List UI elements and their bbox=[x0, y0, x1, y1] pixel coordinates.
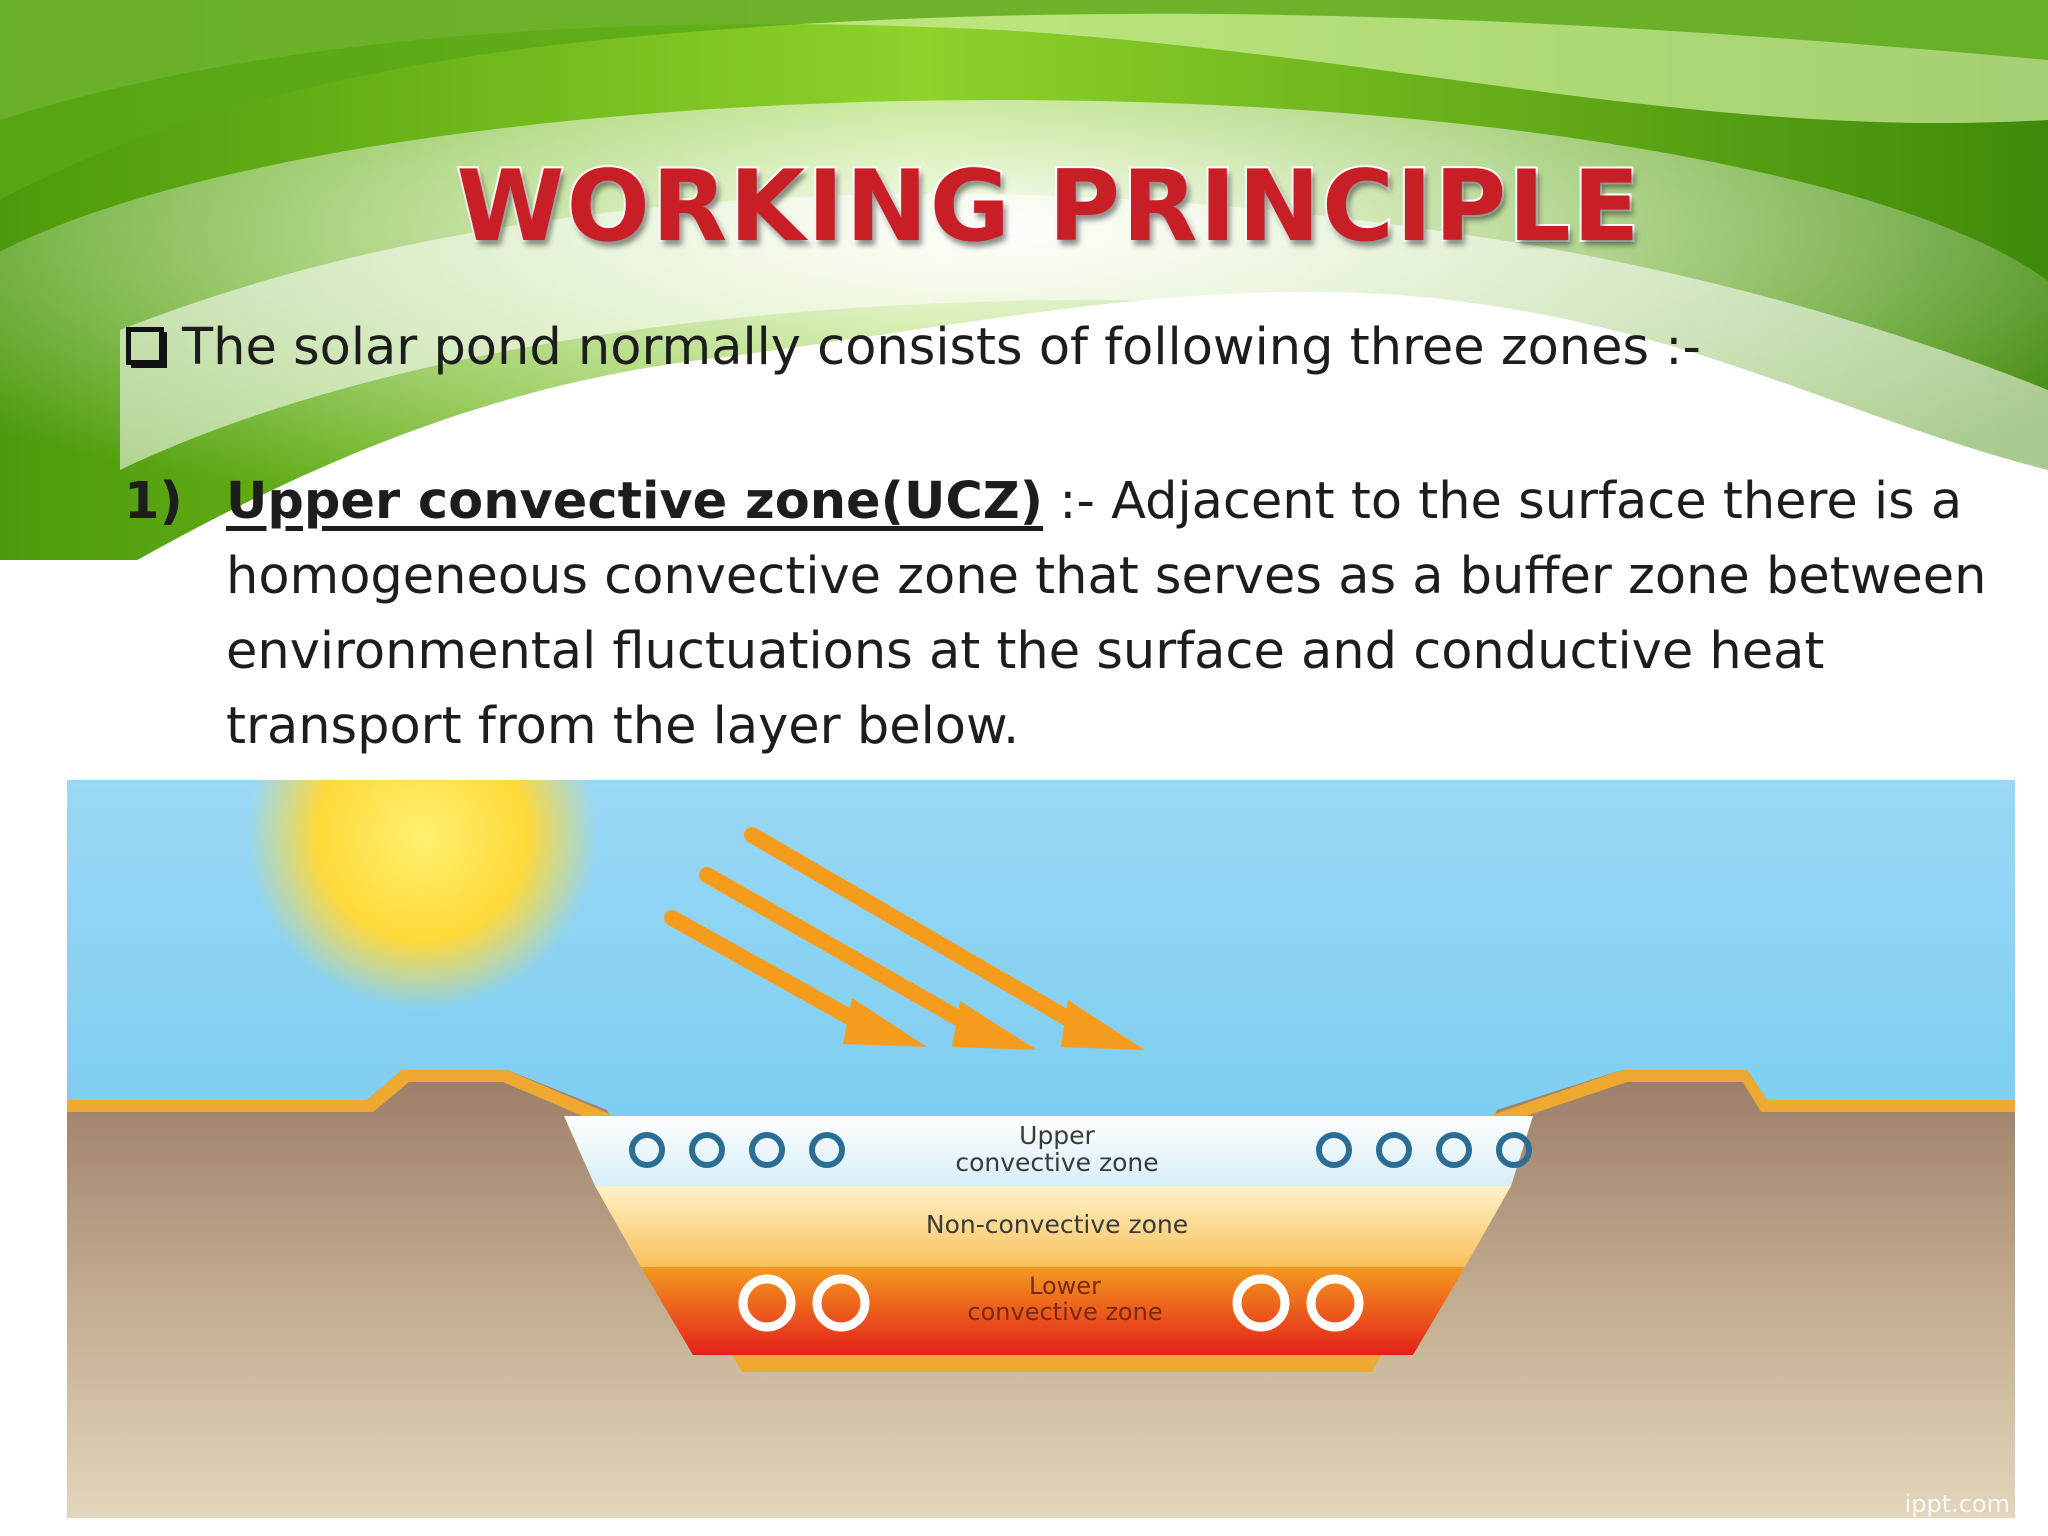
lower-convective-zone bbox=[641, 1267, 1465, 1355]
upper-zone-label-line1: Upper bbox=[1019, 1121, 1095, 1150]
item-number: 1) bbox=[124, 472, 183, 531]
intro-text: The solar pond normally consists of foll… bbox=[182, 318, 1701, 377]
ground bbox=[67, 1070, 2015, 1518]
lower-circulation-icons bbox=[738, 1274, 1364, 1332]
item-heading: Upper convective zone(UCZ) bbox=[226, 472, 1044, 531]
pond-rim bbox=[67, 1070, 2015, 1372]
solar-pond-diagram: Upper convective zone Non-convective zon… bbox=[67, 780, 2015, 1518]
watermark: ippt.com bbox=[1905, 1490, 2010, 1518]
slide-title: WORKING PRINCIPLE bbox=[454, 148, 1642, 266]
non-convective-zone bbox=[595, 1186, 1511, 1267]
item-body: Upper convective zone(UCZ) :- Adjacent t… bbox=[226, 464, 1994, 764]
item-text: :- Adjacent to the surface there is a ho… bbox=[226, 472, 1987, 756]
non-convective-zone-label: Non-convective zone bbox=[926, 1210, 1188, 1239]
upper-convective-zone bbox=[564, 1116, 1533, 1186]
lower-zone-label-line1: Lower bbox=[1029, 1272, 1101, 1300]
lower-zone-label-line2: convective zone bbox=[967, 1298, 1162, 1326]
sun-rays bbox=[664, 827, 1145, 1050]
intro-bullet: The solar pond normally consists of foll… bbox=[126, 318, 1701, 377]
sun bbox=[247, 780, 597, 1010]
checkbox-bullet-icon bbox=[126, 326, 164, 365]
upper-zone-label-line2: convective zone bbox=[955, 1148, 1158, 1177]
upper-circulation-icons bbox=[629, 1132, 1532, 1168]
zone-list-item: 1) Upper convective zone(UCZ) :- Adjacen… bbox=[124, 464, 1994, 764]
